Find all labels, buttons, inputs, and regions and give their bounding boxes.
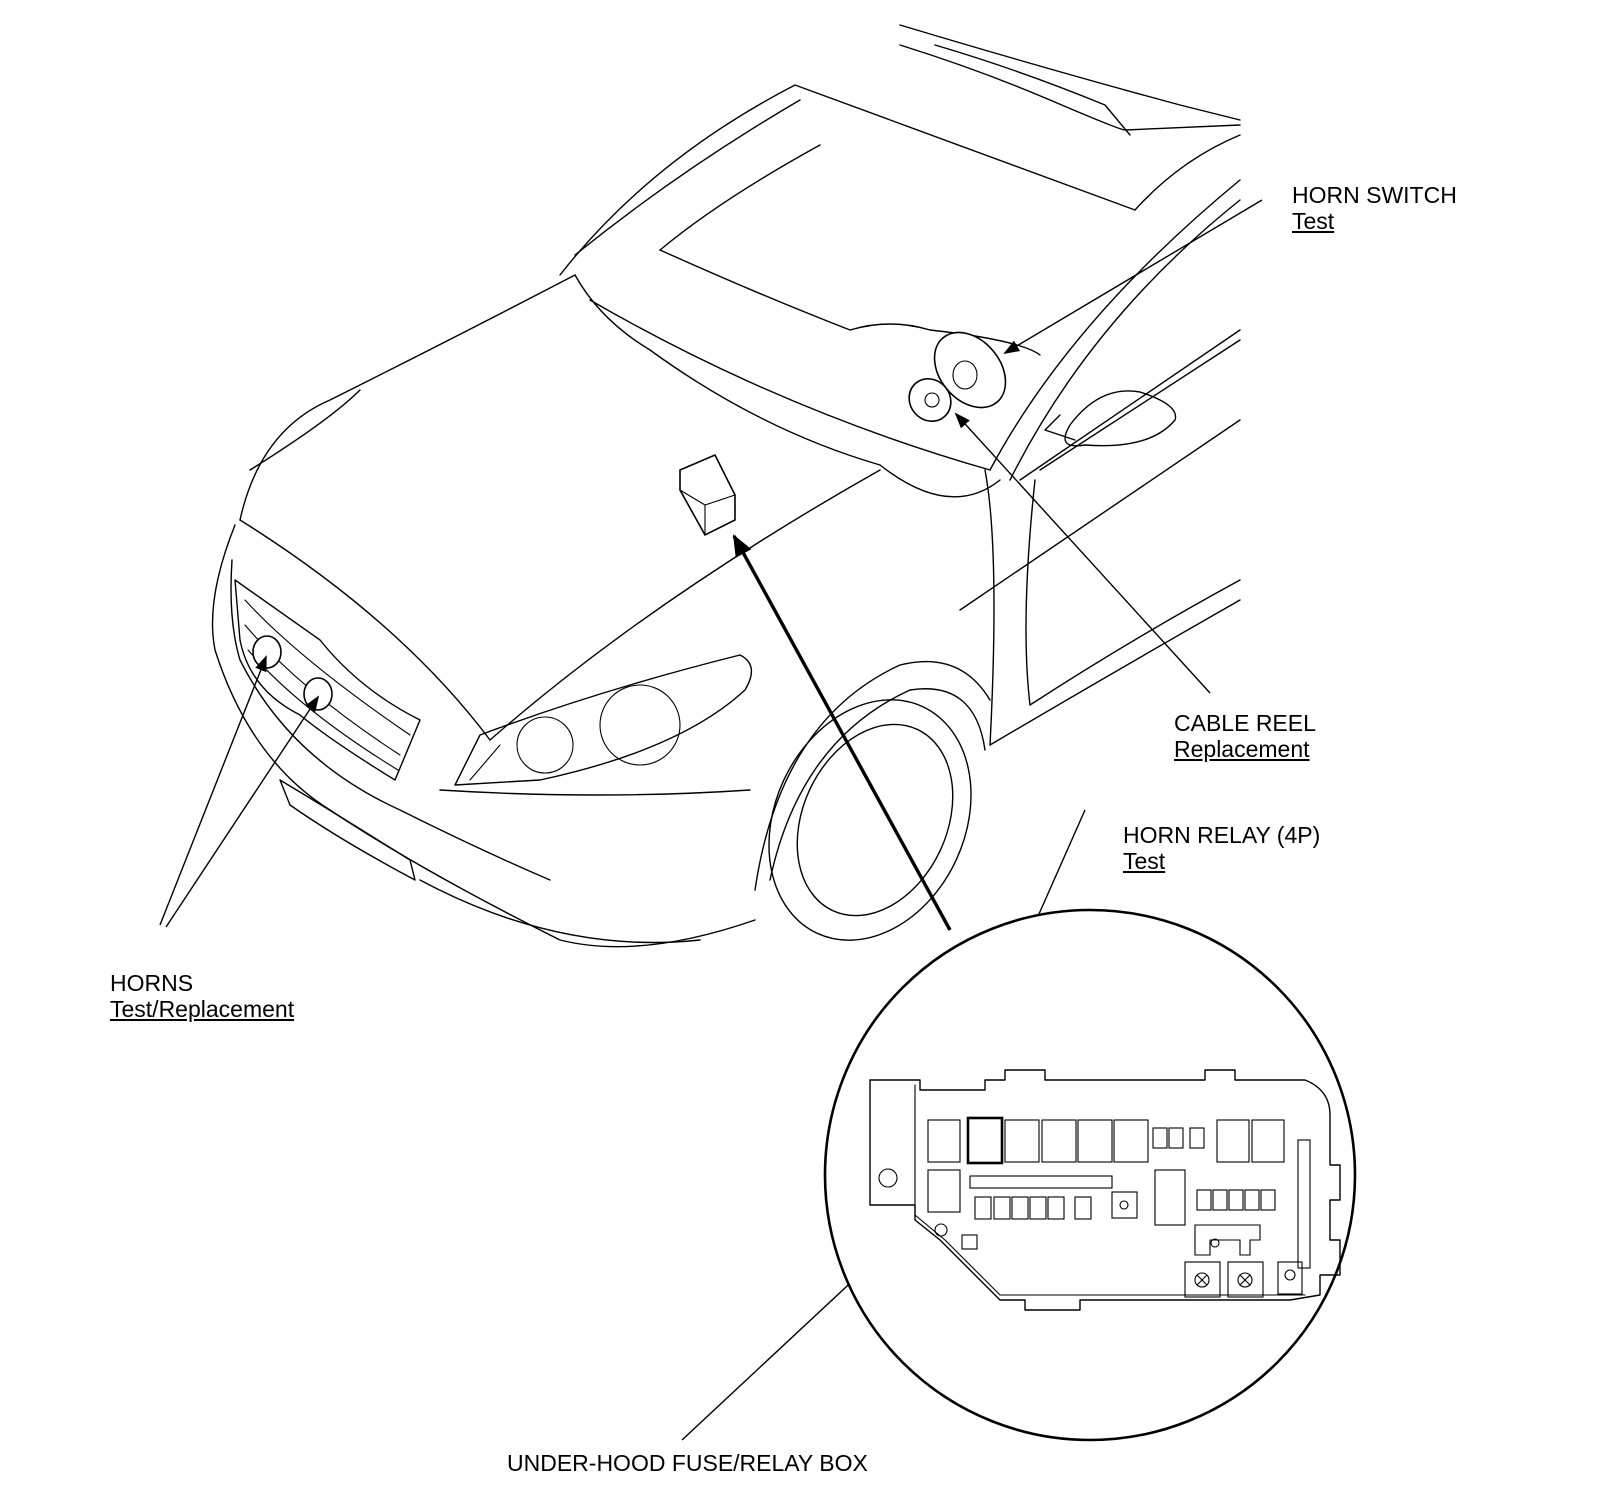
cable-reel-title: CABLE REEL [1174, 710, 1316, 736]
horn-switch-title: HORN SWITCH [1292, 182, 1457, 208]
detail-callout-circle [823, 908, 1357, 1442]
horns-test-replacement-link[interactable]: Test/Replacement [110, 996, 295, 1022]
horn-switch-test-link[interactable]: Test [1292, 208, 1335, 234]
horns-label: HORNS Test/Replacement [110, 970, 294, 1022]
fuse-relay-box-detail [869, 1069, 1341, 1311]
horn-switch-leader [1003, 199, 1263, 355]
fuse-box-location [679, 453, 736, 537]
car-body [211, 24, 1241, 948]
cable-reel-part [908, 378, 952, 422]
fuse-box-title: UNDER-HOOD FUSE/RELAY BOX [507, 1450, 868, 1476]
fuse-box-label: UNDER-HOOD FUSE/RELAY BOX [507, 1450, 868, 1476]
horns-leader-2 [165, 695, 320, 928]
fuse-box-pointer-arrow [732, 534, 952, 931]
cable-reel-leader [954, 412, 1211, 694]
horn-right-part [303, 677, 333, 711]
horn-relay-title: HORN RELAY (4P) [1123, 822, 1321, 848]
horn-left-part [252, 635, 282, 669]
cable-reel-replacement-link[interactable]: Replacement [1174, 736, 1310, 762]
horns-leader-1 [159, 655, 267, 926]
horn-relay-label: HORN RELAY (4P) Test [1123, 822, 1320, 874]
horn-relay-test-link[interactable]: Test [1123, 848, 1166, 874]
cable-reel-label: CABLE REEL Replacement [1174, 710, 1316, 762]
horns-title: HORNS [110, 970, 194, 996]
horn-switch-label: HORN SWITCH Test [1292, 182, 1457, 234]
